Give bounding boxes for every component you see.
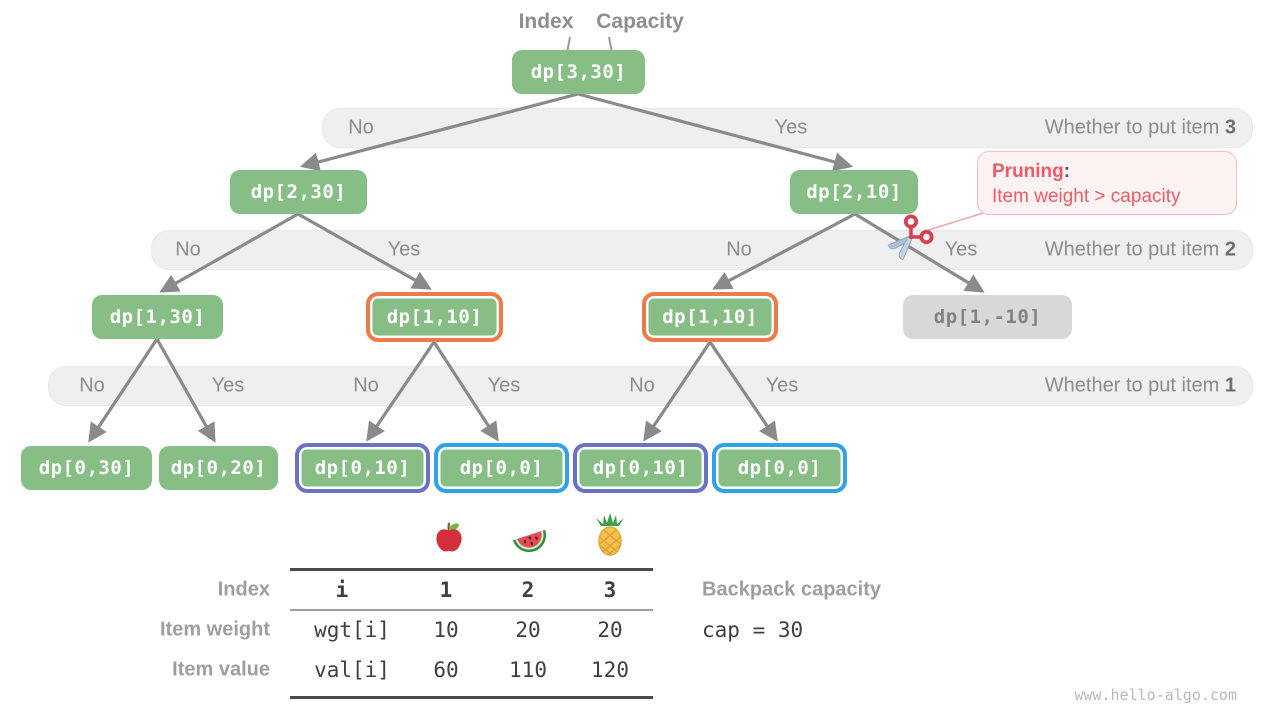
node-dp-0-0-blue: dp[0,0] (434, 443, 569, 493)
decision-band-item-1: No Yes No Yes No Yes Whether to put item… (48, 366, 1253, 406)
capacity-label: Capacity (596, 10, 684, 33)
band-caption: Whether to put item 3 (1044, 116, 1236, 139)
table-cell: 20 (597, 618, 623, 642)
backpack-capacity-value: cap = 30 (702, 618, 804, 642)
no-label: No (629, 374, 655, 397)
node-dp-0-30: dp[0,30] (21, 446, 152, 490)
decision-band-item-3: No Yes Whether to put item 3 (322, 108, 1253, 148)
yes-label: Yes (765, 374, 799, 397)
yes-label: Yes (211, 374, 245, 397)
node-dp-1-30: dp[1,30] (92, 295, 223, 339)
no-label: No (353, 374, 379, 397)
pruning-note: Pruning: Item weight > capacity (977, 151, 1237, 215)
pineapple-icon (596, 513, 624, 556)
table-cell: val[i] (314, 658, 390, 682)
yes-label: Yes (487, 374, 521, 397)
no-label: No (175, 238, 201, 261)
node-dp-0-10-purple: dp[0,10] (295, 443, 430, 493)
table-header-cell: 1 (439, 578, 453, 602)
table-rule-top (290, 568, 653, 571)
no-label: No (726, 238, 752, 261)
table-row-label-weight: Item weight (159, 618, 270, 641)
table-cell: 60 (433, 658, 459, 682)
watermark: www.hello-algo.com (1074, 686, 1237, 704)
node-dp-0-20: dp[0,20] (159, 446, 278, 490)
decision-band-item-2: No Yes No Yes Whether to put item 2 (151, 230, 1253, 270)
yes-label: Yes (944, 238, 978, 261)
table-row-label-index: Index (217, 578, 270, 601)
table-cell: wgt[i] (314, 618, 390, 642)
apple-icon (436, 522, 462, 552)
table-cell: 10 (433, 618, 459, 642)
table-rule-mid (290, 609, 653, 611)
node-dp-2-30: dp[2,30] (230, 170, 367, 214)
yes-label: Yes (774, 116, 808, 139)
backpack-capacity-label: Backpack capacity (702, 578, 882, 601)
table-cell: 120 (591, 658, 629, 682)
node-dp-1-neg10-pruned: dp[1,-10] (903, 295, 1072, 339)
no-label: No (79, 374, 105, 397)
table-header-cell: 3 (603, 578, 617, 602)
scissors-icon (887, 214, 934, 261)
table-header-cell: i (335, 578, 349, 602)
node-dp-1-10-highlighted: dp[1,10] (366, 292, 503, 342)
index-label: Index (518, 10, 574, 33)
table-rule-bottom (290, 696, 653, 699)
band-caption: Whether to put item 2 (1044, 238, 1236, 261)
band-caption: Whether to put item 1 (1044, 374, 1236, 397)
pruning-title: Pruning (992, 161, 1064, 182)
node-dp-2-10: dp[2,10] (790, 170, 918, 214)
node-dp-0-10-purple: dp[0,10] (573, 443, 708, 493)
node-dp-3-30: dp[3,30] (512, 50, 645, 94)
node-dp-0-0-blue: dp[0,0] (712, 443, 847, 493)
table-row-label-value: Item value (172, 658, 270, 681)
table-cell: 20 (515, 618, 541, 642)
pruning-description: Item weight > capacity (992, 186, 1181, 207)
table-header-cell: 2 (521, 578, 535, 602)
node-dp-1-10-highlighted: dp[1,10] (642, 292, 778, 342)
table-cell: 110 (509, 658, 547, 682)
no-label: No (348, 116, 374, 139)
yes-label: Yes (387, 238, 421, 261)
watermelon-icon (512, 529, 547, 553)
